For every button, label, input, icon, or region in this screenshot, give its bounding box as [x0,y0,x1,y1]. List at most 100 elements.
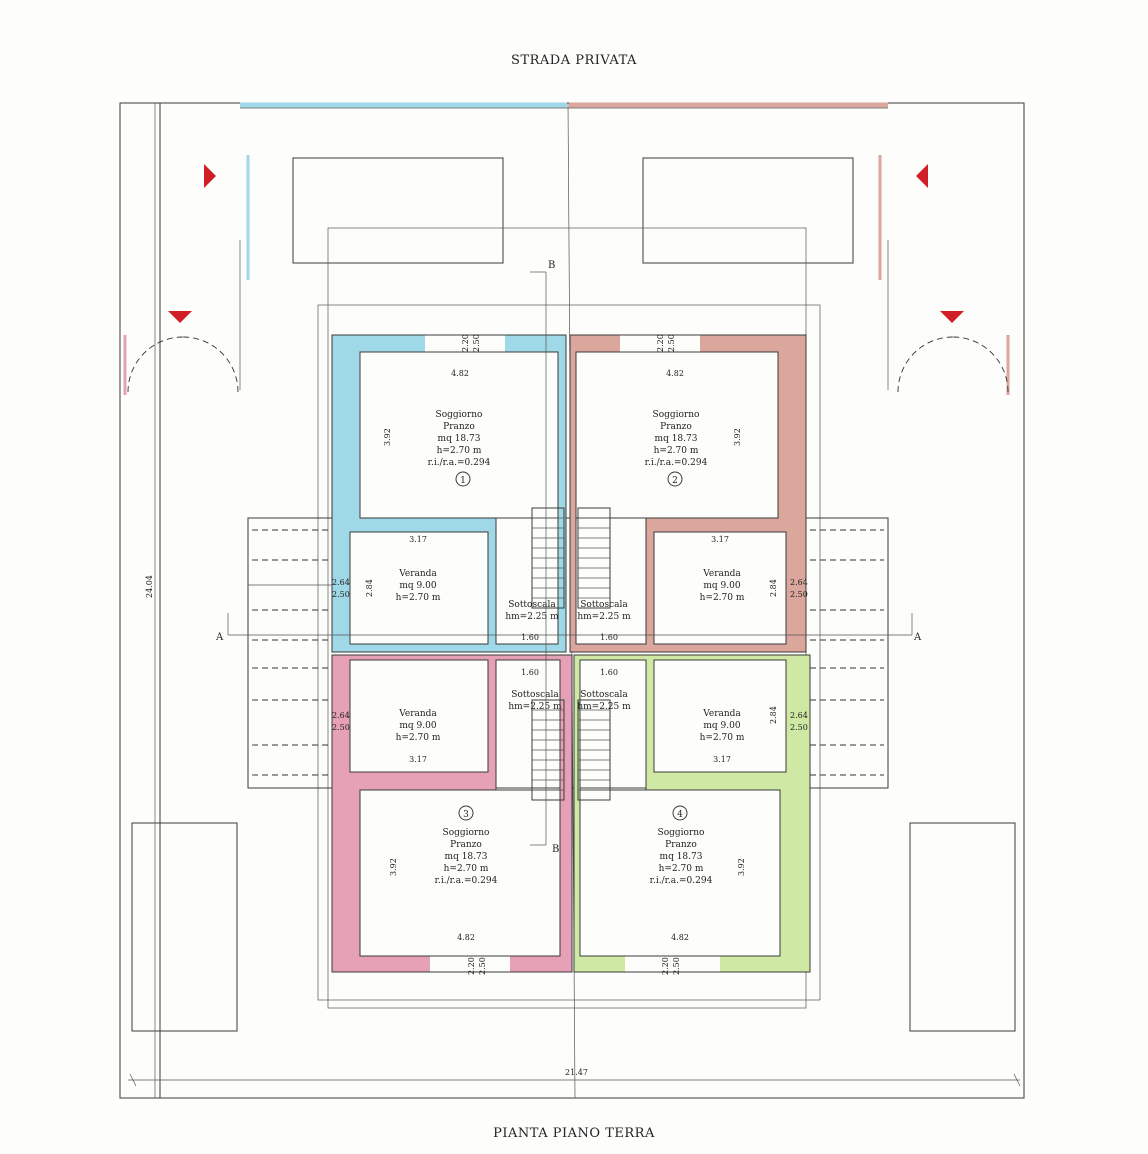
section-line-a: A A [215,613,922,643]
veranda-width-dim: 3.17 [409,535,427,544]
unit-4 [573,654,811,973]
living-width-dim: 4.82 [451,369,469,378]
porch-dim: 2.50 [332,590,350,599]
unit-2 [569,334,807,653]
total-depth-dim: 24.04 [145,575,154,598]
living-height: h=2.70 m [654,446,699,456]
living-label: Soggiorno [436,410,483,420]
veranda-height: h=2.70 m [700,593,745,603]
living-height: h=2.70 m [659,864,704,874]
section-label-a: A [215,632,224,643]
living-depth-dim: 3.92 [383,428,392,446]
unit-number: 4 [677,810,683,820]
veranda-area: mq 9.00 [399,721,436,731]
porch-dim: 2.50 [790,590,808,599]
porch-left [252,529,332,776]
porch-right [810,529,884,776]
living-depth-dim: 3.92 [733,428,742,446]
section-label-b: B [552,844,559,855]
living-width-dim: 4.82 [457,933,475,942]
window-dim: 2.50 [672,957,681,975]
stair-width-dim: 1.60 [521,668,539,677]
entrance-marker-icon [204,164,216,188]
living-area: mq 18.73 [438,434,481,444]
veranda-width-dim: 3.17 [713,755,731,764]
stairs [531,507,611,801]
living-height: h=2.70 m [437,446,482,456]
understair-label: Sottoscala [511,690,559,700]
parking-slot [909,822,1016,1032]
stair-width-dim: 1.60 [600,668,618,677]
understair-height: hm=2.25 m [577,612,631,622]
unit-number: 1 [460,476,466,486]
stair-width-dim: 1.60 [600,633,618,642]
entrance-marker-icon [916,164,928,188]
porch-dim: 2.50 [332,723,350,732]
porch-dim: 2.64 [332,711,350,720]
living-label: Soggiorno [658,828,705,838]
living-height: h=2.70 m [444,864,489,874]
overall-dimensions: 21.47 24.04 [128,103,1021,1098]
veranda-area: mq 9.00 [399,581,436,591]
section-label-a: A [913,632,922,643]
living-ratio: r.i./r.a.=0.294 [428,458,491,468]
living-depth-dim: 3.92 [737,858,746,876]
living-label: Pranzo [450,840,482,850]
window-dim: 2.20 [461,334,470,352]
entrance-marker-icon [168,311,192,323]
veranda-label: Veranda [702,569,741,579]
unit-number: 3 [463,810,469,820]
veranda-depth-dim: 2.84 [769,579,778,597]
veranda-label: Veranda [398,569,437,579]
parking-slot [292,157,504,264]
unit-number-badge [455,471,471,487]
unit-number: 2 [672,476,678,486]
understair-height: hm=2.25 m [577,702,631,712]
living-area: mq 18.73 [445,852,488,862]
veranda-height: h=2.70 m [396,593,441,603]
window-dim: 2.50 [667,334,676,352]
veranda-height: h=2.70 m [396,733,441,743]
eave-outline [317,304,821,1001]
living-ratio: r.i./r.a.=0.294 [645,458,708,468]
veranda-label: Veranda [398,709,437,719]
veranda-width-dim: 3.17 [409,755,427,764]
understair-height: hm=2.25 m [505,612,559,622]
stair-width-dim: 1.60 [521,633,539,642]
window-dim: 2.50 [478,957,487,975]
living-label: Pranzo [660,422,692,432]
unit-number-badge [458,805,474,821]
plan-title: PIANTA PIANO TERRA [493,1126,655,1141]
veranda-area: mq 9.00 [703,721,740,731]
gate-right [878,155,1010,395]
veranda-area: mq 9.00 [703,581,740,591]
understair-label: Sottoscala [580,600,628,610]
living-width-dim: 4.82 [666,369,684,378]
unit-1-labels: Soggiorno Pranzo mq 18.73 h=2.70 m r.i./… [332,334,559,642]
window-dim: 2.50 [472,334,481,352]
section-label-b: B [548,260,555,271]
veranda-label: Veranda [702,709,741,719]
unit-3-labels: Soggiorno Pranzo mq 18.73 h=2.70 m r.i./… [332,668,562,975]
unit-2-labels: Soggiorno Pranzo mq 18.73 h=2.70 m r.i./… [577,334,807,642]
window-dim: 2.20 [467,957,476,975]
porch-dim: 2.64 [332,578,350,587]
veranda-depth-dim: 2.84 [769,706,778,724]
unit-1 [248,334,567,653]
window-dim: 2.20 [661,957,670,975]
veranda-height: h=2.70 m [700,733,745,743]
living-area: mq 18.73 [660,852,703,862]
porch-dim: 2.50 [790,723,808,732]
window-dim: 2.20 [656,334,665,352]
veranda-depth-dim: 2.84 [365,579,374,597]
porch-dim: 2.64 [790,711,808,720]
gate-left [123,155,250,395]
living-label: Pranzo [443,422,475,432]
unit-4-labels: Soggiorno Pranzo mq 18.73 h=2.70 m r.i./… [577,668,807,975]
total-width-dim: 21.47 [565,1068,588,1077]
porch-dim: 2.64 [790,578,808,587]
living-label: Soggiorno [443,828,490,838]
unit-number-badge [667,471,683,487]
parking-slot [642,157,854,264]
